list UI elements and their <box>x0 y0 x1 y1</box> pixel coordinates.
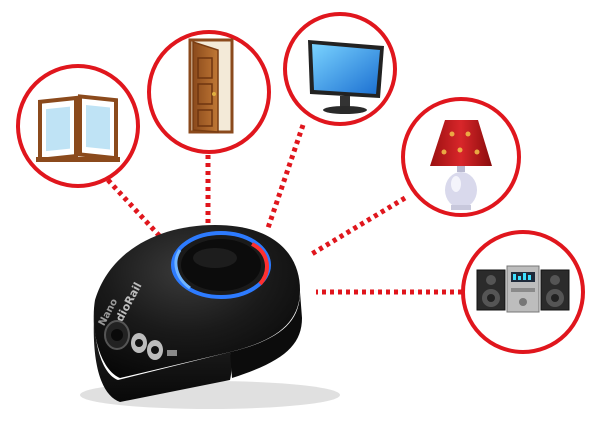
connectors <box>106 124 462 295</box>
device-ports <box>104 320 177 360</box>
connector-monitor <box>265 124 306 229</box>
target-window <box>16 64 140 188</box>
window-icon <box>36 94 120 163</box>
ring-button <box>171 231 271 299</box>
target-lamp <box>401 97 521 217</box>
monitor-icon <box>308 40 384 114</box>
receiver-device: Nano RadioRail <box>80 225 340 409</box>
target-monitor <box>283 12 397 126</box>
target-door <box>147 30 271 154</box>
door-icon <box>188 38 234 134</box>
stereo-icon <box>476 265 570 313</box>
target-stereo <box>461 230 585 354</box>
connector-window <box>106 178 167 244</box>
lamp-icon <box>430 120 492 210</box>
connector-lamp <box>308 195 407 258</box>
